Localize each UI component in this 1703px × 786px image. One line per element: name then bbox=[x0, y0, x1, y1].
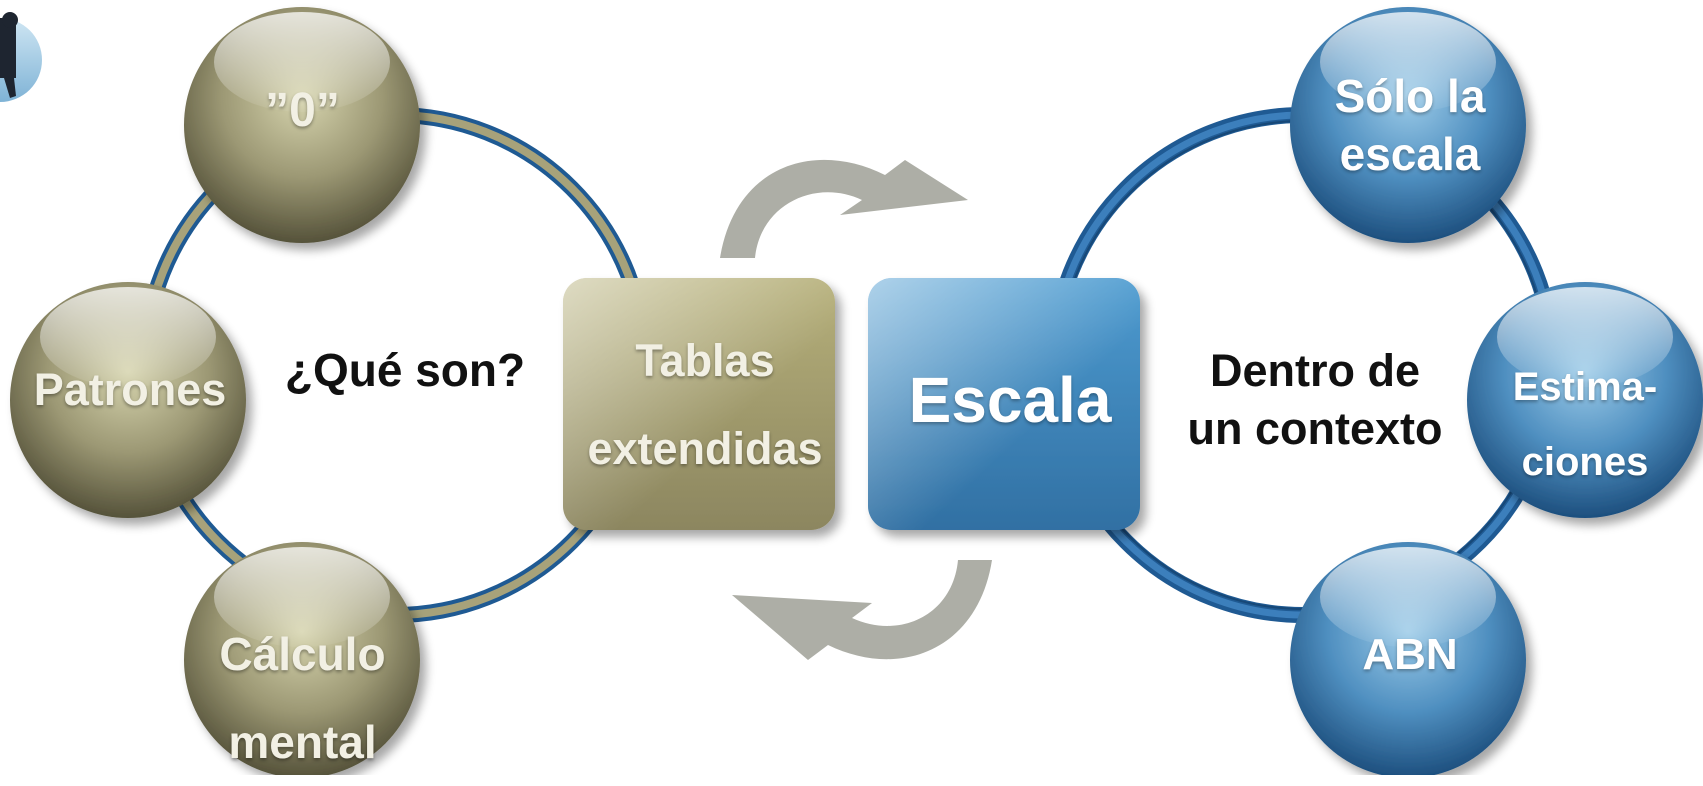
sphere-abn bbox=[1290, 542, 1526, 775]
que-son-text: ¿Qué son? bbox=[284, 344, 526, 396]
box-tablas-extendidas-label: Tablas extendidas bbox=[570, 330, 840, 480]
cycle-arrow-top bbox=[720, 159, 968, 258]
sphere-zero bbox=[184, 7, 420, 243]
sphere-patrones-label: Patrones bbox=[10, 355, 250, 425]
escala-text: Escala bbox=[908, 364, 1112, 436]
estima-text: Estima- bbox=[1512, 365, 1658, 409]
un-contexto-text: un contexto bbox=[1187, 403, 1443, 454]
dentro-de-text: Dentro de bbox=[1209, 345, 1420, 396]
sphere-calculo-mental bbox=[184, 542, 420, 775]
right-center-text: Dentro de un contexto bbox=[1170, 340, 1460, 460]
businessman-photo-icon bbox=[0, 12, 42, 102]
sphere-estimaciones bbox=[1467, 282, 1703, 518]
sphere-mental-text: mental bbox=[228, 716, 377, 768]
box-tablas-extendidas bbox=[563, 278, 835, 530]
sphere-zero-text: ”0” bbox=[265, 83, 340, 137]
tablas-text: Tablas bbox=[635, 335, 775, 386]
sphere-zero-label: ”0” bbox=[200, 75, 405, 145]
sphere-estimaciones-label: Estima- ciones bbox=[1485, 350, 1685, 500]
sphere-solo-la-escala-label: Sólo la escala bbox=[1300, 65, 1520, 185]
sphere-patrones bbox=[10, 282, 246, 518]
sphere-abn-label: ABN bbox=[1330, 620, 1490, 690]
sphere-calculo-text: Cálculo bbox=[219, 628, 386, 680]
escala-sub-text: escala bbox=[1339, 128, 1481, 180]
sphere-solo-la-escala bbox=[1290, 7, 1526, 243]
sphere-calculo-mental-label: Cálculo mental bbox=[190, 610, 415, 775]
cycle-arrow-bottom bbox=[732, 560, 992, 660]
extendidas-text: extendidas bbox=[587, 423, 823, 474]
box-escala bbox=[868, 278, 1140, 530]
sphere-patrones-text: Patrones bbox=[33, 364, 227, 415]
abn-text: ABN bbox=[1362, 630, 1458, 679]
box-escala-label: Escala bbox=[875, 360, 1145, 440]
ciones-text: ciones bbox=[1521, 440, 1649, 484]
solo-la-text: Sólo la bbox=[1334, 70, 1486, 122]
left-center-question: ¿Qué son? bbox=[270, 340, 540, 400]
